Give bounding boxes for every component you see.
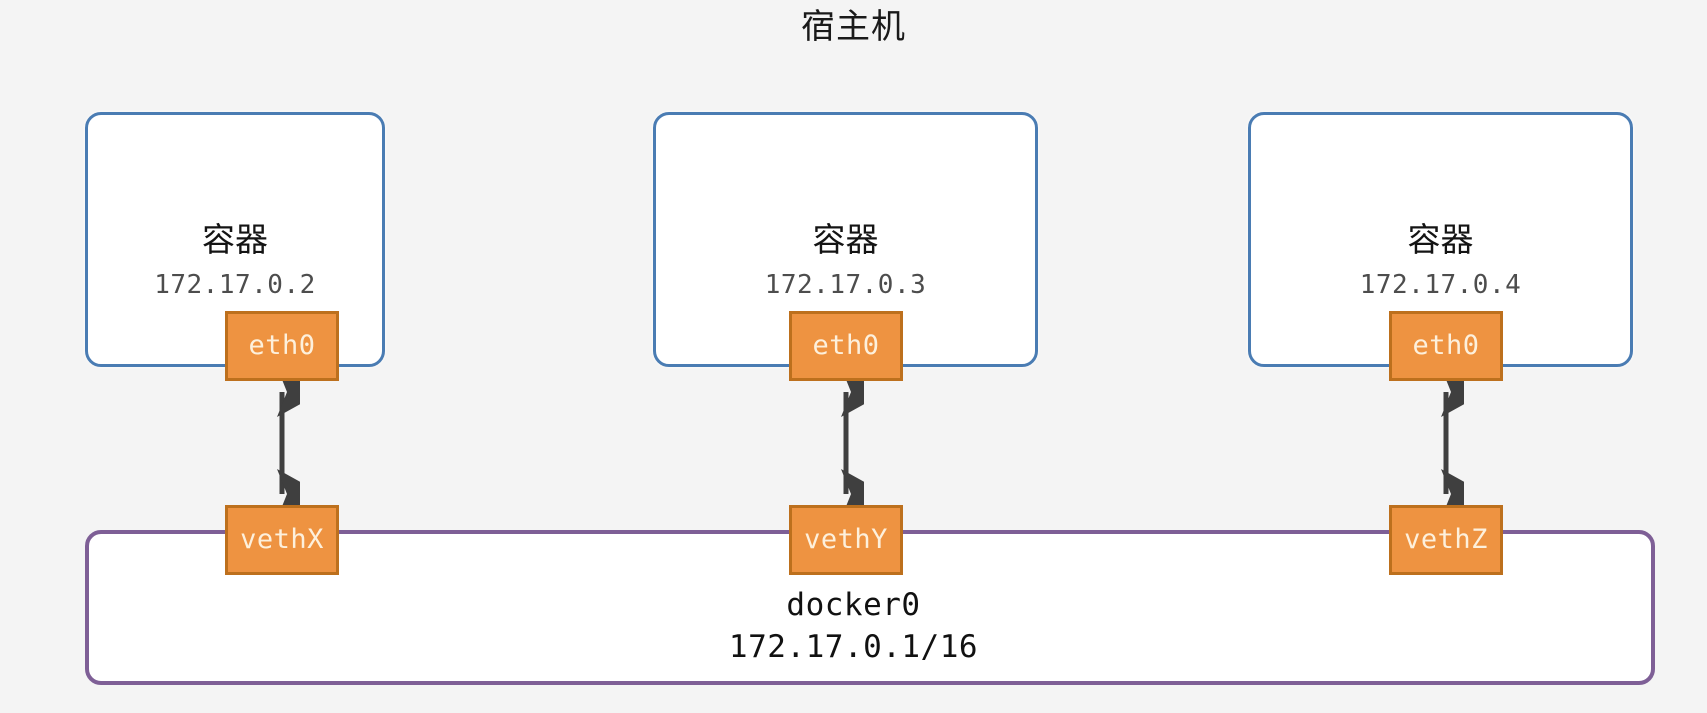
eth0-box-2: eth0: [789, 311, 903, 381]
eth0-box-1: eth0: [225, 311, 339, 381]
container-ip-1: 172.17.0.2: [154, 270, 316, 300]
page-title: 宿主机: [801, 7, 906, 47]
container-label-2: 容器: [812, 220, 879, 259]
docker0-name-label: docker0: [786, 587, 921, 623]
vethX-label: vethX: [240, 524, 324, 555]
container-ip-2: 172.17.0.3: [764, 270, 927, 300]
eth0-label-1: eth0: [248, 330, 316, 361]
vethY-label: vethY: [804, 524, 888, 555]
link-arrow-2: [841, 381, 864, 505]
docker0-ip-label: 172.17.0.1/16: [728, 629, 979, 665]
vethZ-label: vethZ: [1404, 524, 1488, 555]
container-label-1: 容器: [202, 220, 268, 259]
container-label-3: 容器: [1407, 220, 1474, 259]
link-arrow-3: [1441, 381, 1464, 505]
container-ip-3: 172.17.0.4: [1359, 270, 1522, 300]
eth0-label-3: eth0: [1412, 330, 1480, 361]
eth0-label-2: eth0: [812, 330, 880, 361]
eth0-box-3: eth0: [1389, 311, 1503, 381]
vethZ-box: vethZ: [1389, 505, 1503, 575]
vethX-box: vethX: [225, 505, 339, 575]
vethY-box: vethY: [789, 505, 903, 575]
link-arrow-1: [277, 381, 300, 505]
